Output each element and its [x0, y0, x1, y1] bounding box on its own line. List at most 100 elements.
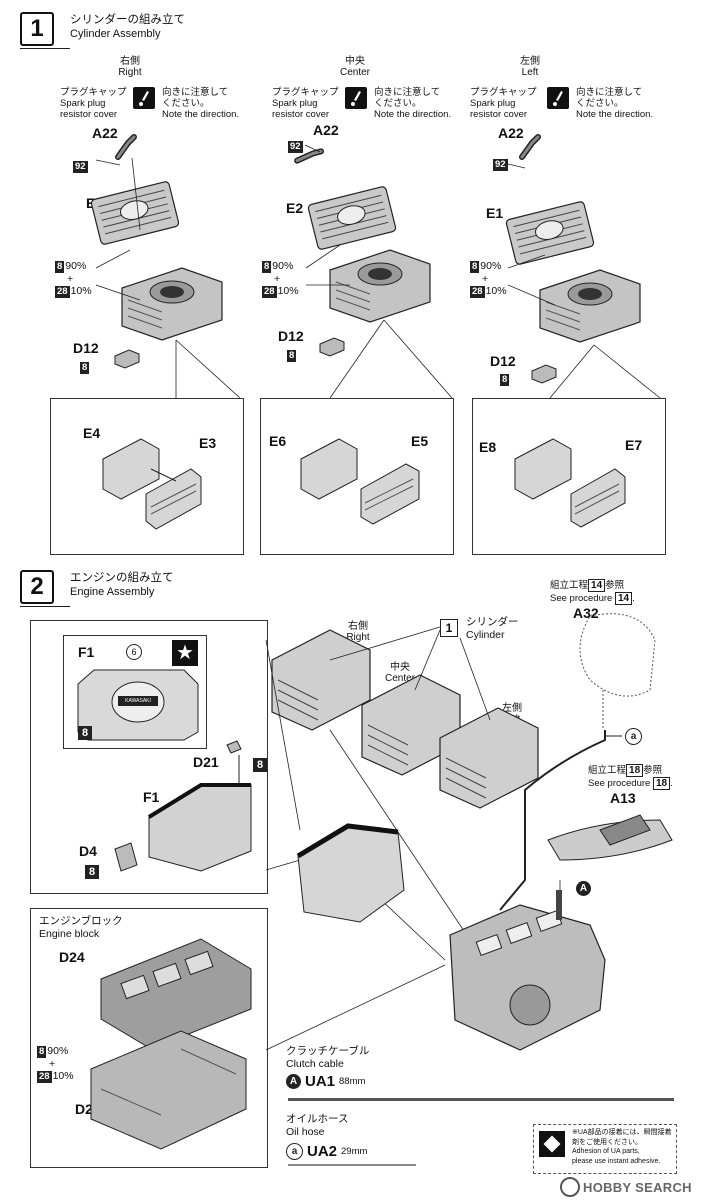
wire-code: 92	[73, 161, 88, 173]
clutch-cable-row: A UA1 88mm	[286, 1074, 365, 1089]
clutch-cable-jp: クラッチケーブル	[286, 1045, 370, 1057]
step-1-title-jp: シリンダーの組み立て	[70, 14, 185, 26]
direction-note: 向きに注意して ください。 Note the direction.	[162, 87, 239, 120]
plug-part: A22	[92, 125, 118, 141]
plug-part: A22	[498, 125, 524, 141]
clutch-cable-bar	[288, 1098, 674, 1101]
ua-note-box: ※UA部品の接着には、瞬間接着 剤をご使用ください。 Adhesion of U…	[533, 1124, 677, 1174]
step-1-title: シリンダーの組み立て Cylinder Assembly	[70, 13, 185, 41]
base-part: D12	[490, 353, 516, 369]
a32-part: A32	[573, 605, 599, 621]
a13-part: A13	[610, 790, 636, 806]
direction-note-jp1: 向きに注意して	[162, 87, 229, 98]
marker-a-fill: A	[576, 881, 591, 896]
detail-part-right: E5	[411, 433, 429, 449]
cap-label: プラグキャップ Spark plug resistor cover	[60, 87, 127, 120]
step-1-number: 1	[20, 12, 54, 46]
cap-label-en1: Spark plug	[470, 98, 516, 109]
step-2-number: 2	[20, 570, 54, 604]
decal-number: 6	[126, 644, 142, 660]
cylinder-ref-en: Cylinder	[466, 629, 505, 641]
watermark-logo-icon	[560, 1177, 580, 1197]
detail-box-left: E8 E7	[472, 398, 666, 555]
step-2-title: エンジンの組み立て Engine Assembly	[70, 571, 174, 599]
base-color: 8	[80, 362, 90, 374]
oil-hose-row: a UA2 29mm	[286, 1143, 367, 1160]
detail-box-right: E4 E3	[50, 398, 244, 555]
d4-color: 8	[85, 865, 99, 879]
cap-label-jp: プラグキャップ	[470, 87, 537, 98]
base-part: D12	[278, 328, 304, 344]
direction-note-jp1: 向きに注意して	[374, 87, 441, 98]
ua-note-text: ※UA部品の接着には、瞬間接着 剤をご使用ください。 Adhesion of U…	[572, 1129, 672, 1165]
engine-block-jp: エンジンブロック	[39, 915, 123, 927]
position-jp: 左側	[520, 56, 540, 67]
direction-note-en: Note the direction.	[576, 109, 654, 120]
cap-label-en2: resistor cover	[60, 109, 118, 120]
cap-label: プラグキャップ Spark plug resistor cover	[470, 87, 537, 120]
wire-code: 92	[288, 141, 303, 153]
position-jp: 右側	[120, 56, 140, 67]
detail-part-left: E4	[83, 425, 101, 441]
detail-part-left: E6	[269, 433, 287, 449]
base-color: 8	[500, 374, 510, 386]
cap-label-en1: Spark plug	[272, 98, 318, 109]
direction-note-jp2: ください。	[374, 98, 422, 109]
inset-color: 8	[78, 726, 92, 740]
direction-note-en: Note the direction.	[374, 109, 452, 120]
detail-part-left: E8	[479, 439, 497, 455]
clutch-cable-code: UA1	[305, 1073, 336, 1090]
cap-label-jp: プラグキャップ	[272, 87, 339, 98]
detail-part-right: E3	[199, 435, 217, 451]
clutch-cable-en: Clutch cable	[286, 1058, 344, 1070]
caution-icon	[547, 87, 569, 109]
cap-label-en1: Spark plug	[60, 98, 106, 109]
position-jp: 中央	[345, 56, 365, 67]
detail-part-right: E7	[625, 437, 643, 453]
head-part: E1	[486, 205, 504, 221]
cylinder-ref-label: シリンダー Cylinder	[466, 616, 519, 642]
cylinder-drawings	[90, 0, 661, 399]
base-color: 8	[287, 350, 297, 362]
cylinder-ref-number: 1	[440, 619, 458, 637]
position-en: Right	[118, 67, 142, 78]
plug-part: A22	[313, 122, 339, 138]
position-en: Left	[521, 67, 539, 78]
cylinder-ref-jp: シリンダー	[466, 616, 519, 628]
caution-icon	[345, 87, 367, 109]
head-part: E2	[286, 200, 304, 216]
adhesive-icon	[539, 1131, 565, 1157]
block-top-part: D24	[59, 949, 85, 965]
cap-label-en2: resistor cover	[272, 109, 330, 120]
d21-part: D21	[193, 754, 219, 770]
cover-inset: F1 6 ★ KAWASAKI 8	[63, 635, 207, 749]
oil-hose-en: Oil hose	[286, 1126, 325, 1138]
clutch-cable-marker: A	[286, 1074, 301, 1089]
cap-label-en2: resistor cover	[470, 109, 528, 120]
oil-hose-marker: a	[286, 1143, 303, 1160]
cover-panel: F1 6 ★ KAWASAKI 8 D21 8 F1 D4 8	[30, 620, 268, 894]
direction-note: 向きに注意して ください。 Note the direction.	[576, 87, 653, 120]
engine-block-en: Engine block	[39, 928, 100, 940]
direction-note-jp2: ください。	[162, 98, 210, 109]
caution-icon	[133, 87, 155, 109]
cap-label: プラグキャップ Spark plug resistor cover	[272, 87, 339, 120]
direction-note-jp1: 向きに注意して	[576, 87, 643, 98]
direction-note: 向きに注意して ください。 Note the direction.	[374, 87, 451, 120]
emblem-text: KAWASAKI	[125, 698, 151, 704]
f1-part: F1	[143, 789, 160, 805]
oil-hose-jp: オイルホース	[286, 1113, 349, 1125]
star-icon: ★	[172, 640, 198, 666]
d4-part: D4	[79, 843, 97, 859]
oil-hose-bar	[288, 1164, 416, 1166]
step-1-title-en: Cylinder Assembly	[70, 28, 161, 40]
